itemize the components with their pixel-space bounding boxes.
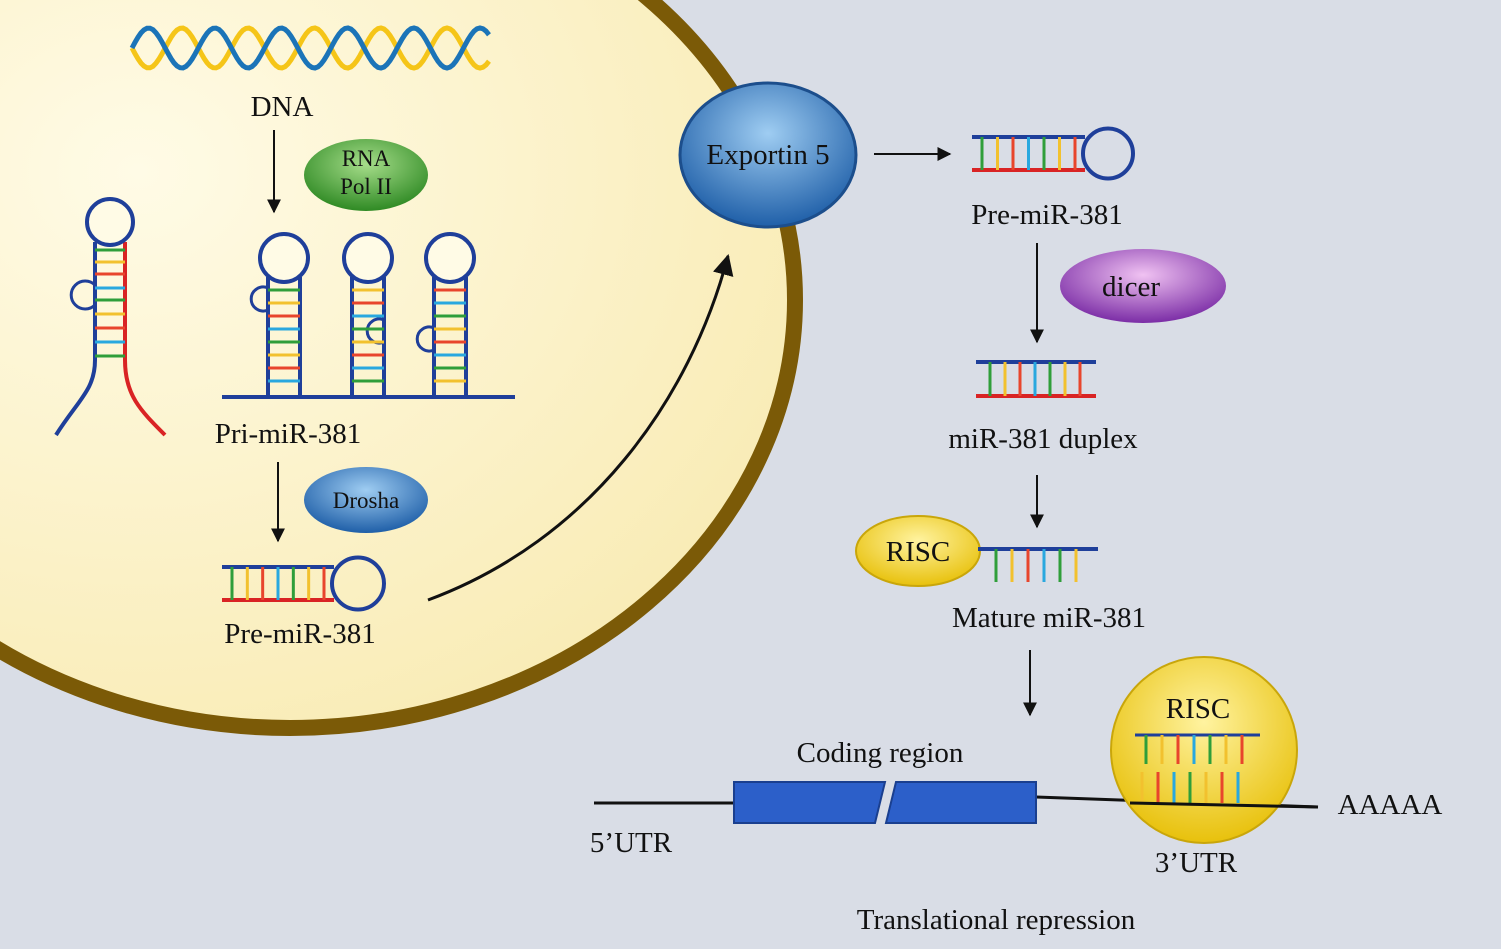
utr3-label: 3’UTR [1155,847,1238,879]
mature-mirna-strand [978,547,1098,582]
pri-hairpin [342,232,394,397]
pre-mirna-nucleus [222,555,386,612]
drosha-enzyme: Drosha [304,467,428,533]
pri-hairpin [415,232,476,397]
pri-mir-label: Pri-miR-381 [215,418,362,450]
dicer-enzyme: dicer [1060,249,1226,323]
hairpin-single [54,197,167,437]
exportin-label: Exportin 5 [706,139,829,171]
coding-region-label: Coding region [797,737,964,769]
coding-block-left [733,781,887,824]
rna-pol-label-line2: Pol II [340,174,392,199]
risc-large-label: RISC [1166,693,1230,725]
rna-pol-ii-enzyme: RNA Pol II [304,139,428,211]
risc-large: RISC [1110,656,1319,844]
coding-block-right [884,781,1037,824]
rna-pol-label-line1: RNA [342,146,391,171]
nucleus [0,0,803,736]
pre-mir-cytoplasm-label: Pre-miR-381 [971,199,1122,231]
duplex-label: miR-381 duplex [948,423,1138,455]
risc-small-label: RISC [886,536,950,568]
dna-helix [129,25,491,71]
pre-mirna-cytoplasm [972,126,1135,181]
pre-mir-nucleus-label: Pre-miR-381 [224,618,375,650]
mature-label: Mature miR-381 [952,602,1146,634]
dicer-label: dicer [1102,271,1160,303]
dna-label: DNA [251,91,314,123]
arrow-to-exportin [427,253,734,602]
mirna-duplex [976,360,1096,398]
pri-hairpin [249,232,310,397]
risc-small: RISC [855,515,981,587]
exportin-5: Exportin 5 [678,81,858,229]
utr5-label: 5’UTR [590,827,673,859]
drosha-label: Drosha [333,488,399,513]
repression-label: Translational repression [857,904,1136,936]
polya-label: AAAAA [1338,789,1443,821]
pri-mirna-structure [222,232,515,399]
